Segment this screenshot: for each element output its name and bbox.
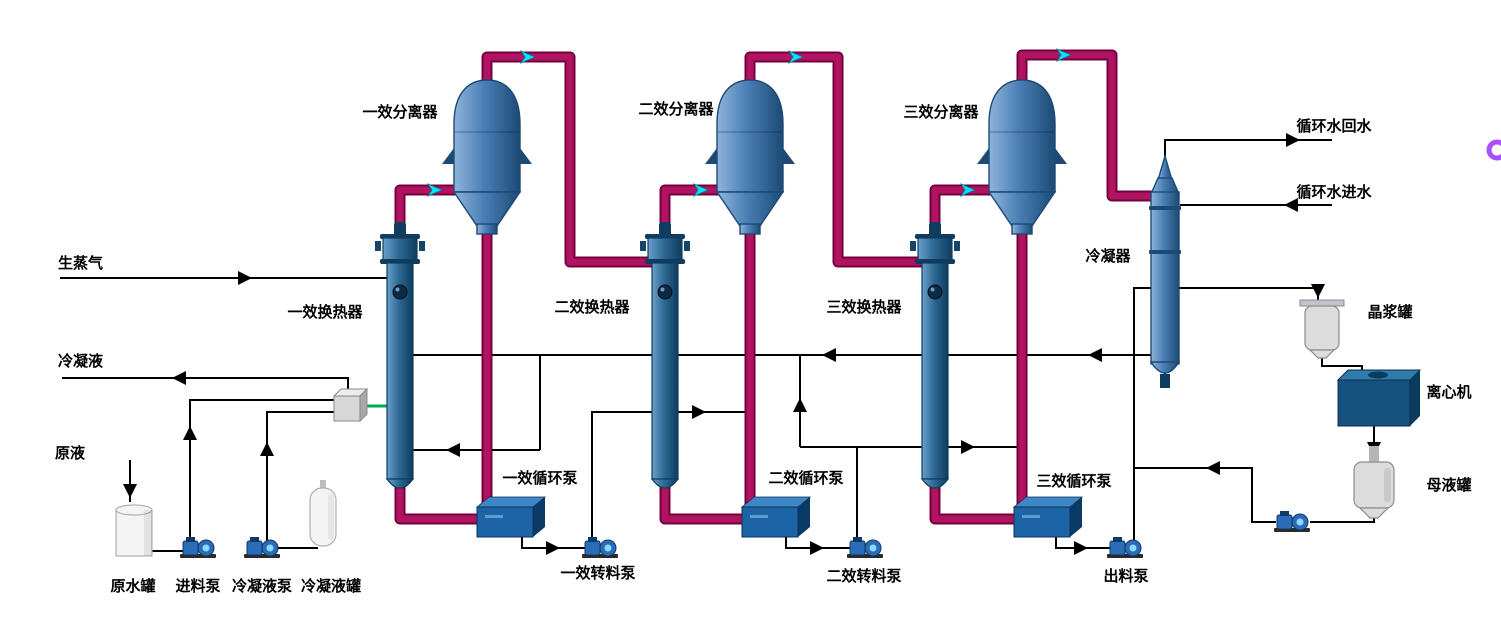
label-circulation-pump-3: 三效循环泵: [1036, 472, 1111, 490]
vapor-arrow-icon: [426, 183, 444, 197]
condenser-vessel: [1149, 153, 1181, 388]
flow-arrow-collect-left-1: [822, 348, 836, 362]
flow-arrow-cwreturn-right: [1286, 133, 1300, 147]
transfer-pump-2-icon: [846, 536, 884, 559]
flow-arrow-transfer2-right: [810, 541, 824, 555]
flow-arrow-collect-left-2: [1088, 348, 1102, 362]
pipe-separator3-vapor-to-condenser: [1016, 49, 1162, 202]
transfer-pump-1-icon: [581, 536, 619, 559]
circulation-pump-3: [1013, 496, 1083, 538]
circulation-pump-2: [741, 496, 811, 538]
vapor-arrow-icon: [692, 183, 710, 197]
label-steam-in: 生蒸气: [58, 254, 103, 272]
flow-arrow-mlreturn-left: [1206, 461, 1220, 475]
mother-liquor-tank-vessel: [1353, 446, 1395, 519]
pipe-separator1-vapor-to-exchanger2: [481, 51, 662, 268]
equipment: [115, 79, 1422, 559]
pipe-circpump2-to-exchanger2: [659, 476, 750, 525]
flow-arrow-steam-right: [238, 271, 252, 285]
vapor-arrow-icon: [519, 50, 537, 64]
flow-arrow-vent-up: [793, 398, 807, 412]
label-centrifuge: 离心机: [1426, 383, 1471, 401]
screen-artifact-dot: [1486, 139, 1501, 161]
vapor-arrow-icon: [959, 183, 977, 197]
vapor-direction-arrows: [426, 48, 1073, 197]
pipe-circpump3-to-exchanger3: [929, 476, 1022, 525]
line-mother-liquor-return: [1134, 467, 1276, 523]
condensate-pump-icon: [243, 536, 281, 559]
discharge-pump-icon: [1106, 536, 1144, 559]
flow-arrows: [123, 133, 1381, 555]
label-exchanger-1: 一效换热器: [287, 303, 363, 321]
flow-arrow-feed3-right: [961, 440, 975, 454]
pipe-exchanger3-to-separator3: [929, 184, 999, 242]
label-transfer-pump-1: 一效转料泵: [560, 564, 635, 582]
label-crystal-slurry-tank: 晶浆罐: [1367, 303, 1412, 321]
label-raw-water-tank: 原水罐: [110, 577, 155, 595]
label-condensate-out: 冷凝液: [58, 352, 104, 370]
line-circpump2-to-transferpump2: [785, 537, 852, 549]
centrifuge-machine: [1336, 369, 1422, 427]
label-separator-2: 二效分离器: [638, 100, 714, 118]
line-feedpump-riser: [189, 399, 336, 542]
raw-water-tank-vessel: [115, 504, 153, 557]
separator-2-vessel: [704, 79, 796, 235]
label-cooling-water-in: 循环水进水: [1296, 183, 1372, 201]
flow-arrow-feed-up: [183, 426, 197, 440]
condensate-tank-vessel: [309, 480, 337, 547]
flow-arrow-cwin-left: [1284, 198, 1298, 212]
line-condensate-out: [62, 377, 349, 394]
label-cooling-water-return: 循环水回水: [1296, 117, 1372, 135]
mother-liquor-pump-icon: [1273, 510, 1311, 533]
pipe-circpump1-to-exchanger1: [394, 476, 485, 525]
flow-arrow-feed2-right: [692, 405, 706, 419]
label-condensate-tank: 冷凝液罐: [301, 577, 361, 595]
condensate-preheater-box: [332, 387, 369, 423]
circulation-pump-1: [476, 496, 546, 538]
line-mltank-to-mlpump: [1310, 512, 1375, 523]
feed-pump-icon: [179, 536, 217, 559]
label-circulation-pump-1: 一效循环泵: [502, 469, 577, 487]
label-exchanger-2: 二效换热器: [554, 298, 630, 316]
pipe-separator2-vapor-to-exchanger3: [744, 51, 932, 268]
line-condpump-riser: [266, 411, 336, 542]
flow-arrow-rawliquid-down: [123, 484, 137, 498]
label-mother-liquor-tank: 母液罐: [1426, 476, 1471, 494]
pipe-exchanger1-to-separator1: [394, 184, 464, 242]
label-raw-liquid: 原液: [55, 444, 86, 462]
labels: 生蒸气 冷凝液 原液 原水罐 进料泵 冷凝液泵 冷凝液罐 一效分离器 二效分离器…: [55, 100, 1472, 595]
label-exchanger-3: 三效换热器: [826, 298, 902, 316]
label-separator-3: 三效分离器: [903, 103, 979, 121]
separator-3-vessel: [976, 79, 1068, 235]
separator-1-vessel: [441, 79, 533, 235]
flow-arrow-return1-left: [446, 443, 460, 457]
line-condensate-collect: [402, 354, 1166, 388]
flow-arrow-condensate-left: [172, 371, 186, 385]
label-condensate-pump: 冷凝液泵: [232, 577, 292, 595]
flow-arrow-condpump-up: [260, 442, 274, 456]
flow-arrow-transfer1-right: [546, 541, 560, 555]
label-discharge-pump: 出料泵: [1103, 567, 1148, 585]
vapor-arrow-icon: [787, 50, 805, 64]
label-separator-1: 一效分离器: [362, 103, 438, 121]
crystal-slurry-tank-vessel: [1299, 299, 1345, 359]
line-cooling-water-return: [1164, 139, 1332, 160]
label-circulation-pump-2: 二效循环泵: [768, 469, 843, 487]
label-condenser: 冷凝器: [1085, 247, 1131, 265]
line-circpump1-to-transferpump1: [521, 537, 588, 549]
flow-arrow-discharge-right: [1074, 541, 1088, 555]
line-circpump3-to-dischargepump: [1055, 537, 1112, 549]
label-transfer-pump-2: 二效转料泵: [826, 567, 901, 585]
label-feed-pump: 进料泵: [175, 577, 220, 595]
pipe-exchanger2-to-separator2: [659, 184, 727, 242]
flow-arrow-crystal-down: [1311, 284, 1325, 298]
vapor-arrow-icon: [1055, 48, 1073, 62]
